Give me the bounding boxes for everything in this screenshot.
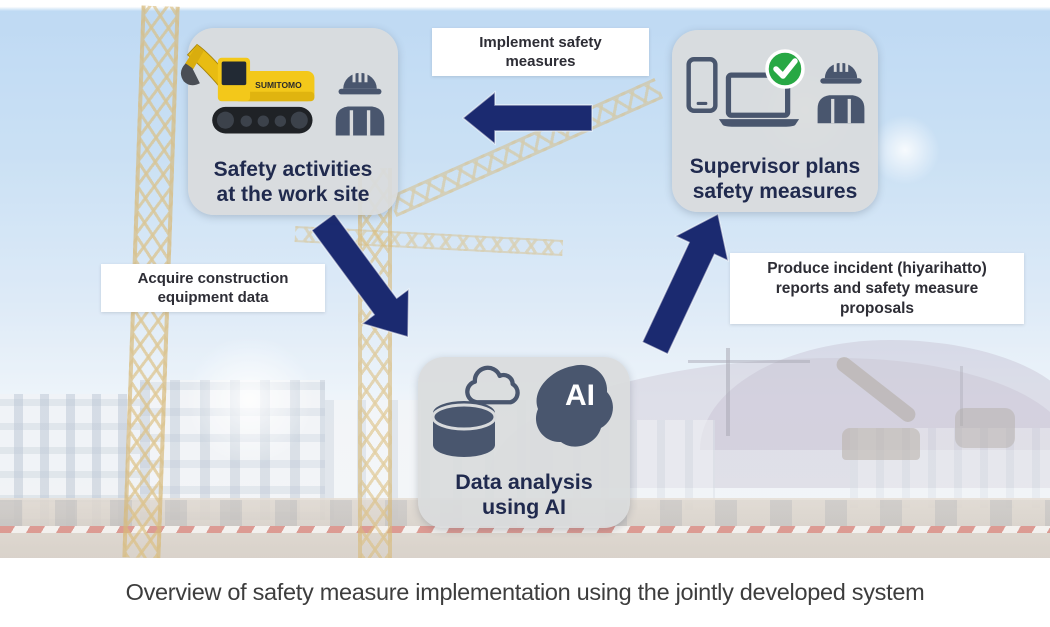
- ai-brain-icon: AI: [535, 364, 613, 447]
- database-icon: [431, 401, 497, 457]
- excavator-silhouette: [842, 428, 920, 460]
- caption-area: Overview of safety measure implementatio…: [0, 558, 1050, 627]
- node-supervisor-title: Supervisor plans safety measures: [689, 155, 861, 203]
- barrier-tape: [0, 526, 1050, 533]
- construction-worker-icon: [335, 71, 385, 136]
- node-worksite: SUMITOMO Safety activities at the work s…: [180, 28, 398, 215]
- green-check-icon: [765, 49, 805, 89]
- cloud-icon: [465, 365, 520, 405]
- lens-flare: [185, 335, 315, 465]
- smartphone-icon: [686, 57, 718, 113]
- node-analysis-title: Data analysis using AI: [455, 470, 593, 520]
- node-supervisor: Supervisor plans safety measures: [672, 30, 878, 212]
- node-worksite-title: Safety activities at the work site: [213, 158, 373, 206]
- crane-distant: [726, 348, 730, 436]
- edge-label-implement: Implement safety measures: [432, 28, 649, 77]
- edge-label-produce: Produce incident (hiyarihatto) reports a…: [730, 253, 1024, 325]
- edge-label-acquire: Acquire construction equipment data: [101, 264, 325, 313]
- construction-worker-icon: [817, 61, 865, 124]
- figure-caption: Overview of safety measure implementatio…: [125, 579, 925, 605]
- lens-flare: [870, 115, 940, 185]
- excavator-icon: SUMITOMO: [180, 43, 315, 134]
- laptop-icon: [718, 72, 800, 127]
- excavator-brand-text: SUMITOMO: [255, 80, 302, 90]
- ai-badge-text: AI: [565, 379, 595, 412]
- excavator-silhouette: [955, 408, 1015, 448]
- construction-site-photo: SUMITOMO Safety activities at the work s…: [0, 0, 1050, 558]
- node-analysis: AI Data analysis using AI: [418, 357, 630, 528]
- crane-distant: [960, 366, 963, 426]
- crane-distant: [688, 360, 810, 363]
